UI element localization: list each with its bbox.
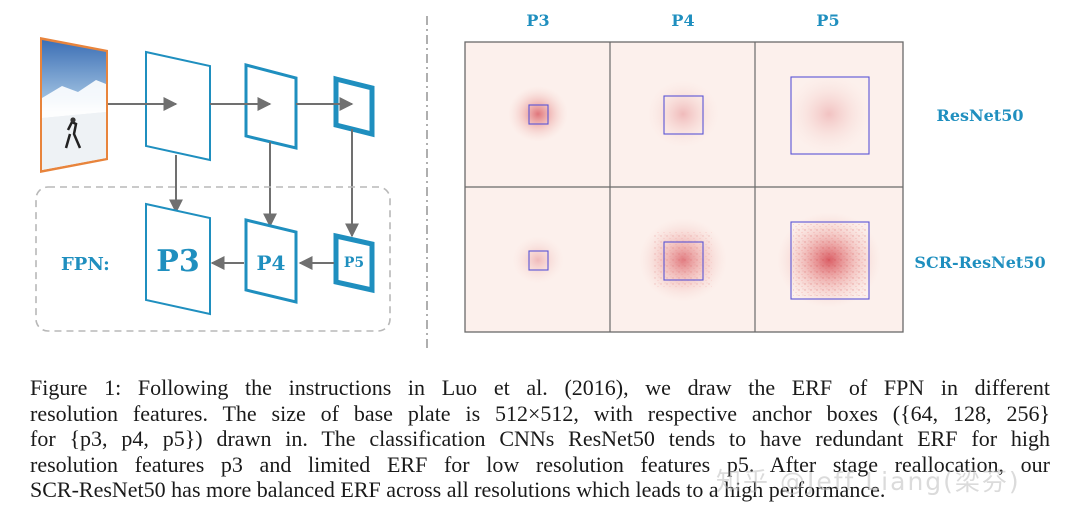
backbone-stage-3: [333, 75, 375, 138]
caption-line-3: for {p3, p4, p5}) drawn in. The classifi…: [30, 426, 1050, 451]
watermark: 知乎 @Jeff Liang(梁芬): [716, 467, 1021, 496]
fpn-diagram: FPN: P3 P4 P5: [35, 37, 391, 332]
caption-line-5: SCR-ResNet50 has more balanced ERF acros…: [30, 477, 886, 502]
erf-cell-scr-resnet50-p3: [512, 236, 564, 284]
erf-col-header-p3: P3: [526, 11, 549, 30]
backbone-stage-1: [145, 50, 211, 162]
caption-line-1: Figure 1: Following the instructions in …: [30, 375, 1050, 400]
fpn-p4-map: [244, 218, 298, 304]
backbone-stage-2: [244, 63, 298, 150]
erf-col-header-p5: P5: [816, 11, 839, 30]
erf-cell-scr-resnet50-p4: [639, 218, 727, 302]
erf-cell-resnet50-p3: [508, 86, 568, 142]
fpn-p3-map: [145, 202, 211, 316]
erf-cell-resnet50-p4: [647, 80, 719, 148]
erf-cell-resnet50-p5: [787, 74, 871, 155]
fpn-p5-label: P5: [344, 255, 364, 271]
fpn-label: FPN:: [61, 254, 110, 275]
caption-line-4: resolution features p3 and limited ERF f…: [30, 451, 1050, 477]
erf-cell-scr-resnet50-p5: [777, 212, 881, 308]
caption-line-2: resolution features. The size of base pl…: [30, 400, 1050, 426]
fpn-p5-map: [333, 232, 375, 294]
erf-row-label-scr-resnet50: SCR-ResNet50: [914, 253, 1045, 272]
fpn-p3-label: P3: [156, 244, 199, 279]
figure-caption: Figure 1: Following the instructions in …: [30, 375, 1050, 503]
erf-row-label-resnet50: ResNet50: [937, 106, 1024, 125]
figure-1: FPN: P3 P4 P5 P3 P4 P5: [35, 11, 1046, 348]
fpn-p4-label: P4: [257, 251, 286, 275]
fpn-container: [35, 186, 391, 332]
erf-col-header-p4: P4: [671, 11, 694, 30]
input-image: [40, 37, 108, 173]
erf-grid: P3 P4 P5: [464, 11, 1046, 333]
